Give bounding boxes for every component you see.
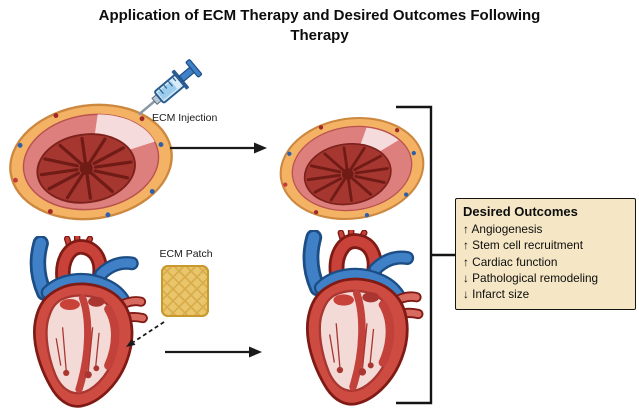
dashed-arrow-icon — [120, 317, 166, 351]
ecm-injection-label: ECM Injection — [152, 112, 218, 124]
arrow-right-icon — [163, 342, 263, 362]
outcome-item: ↑ Stem cell recruitment — [463, 238, 583, 253]
infarcted-heart-cross-section — [6, 96, 176, 228]
desired-outcomes-box: Desired Outcomes ↑ Angiogenesis ↑ Stem c… — [455, 198, 636, 311]
treated-heart-cross-section — [277, 110, 427, 227]
ecm-patch-label: ECM Patch — [159, 248, 213, 260]
outcome-item: ↓ Pathological remodeling — [463, 270, 599, 285]
heart-cross-section-graphic — [6, 96, 176, 228]
heart-cross-section-graphic — [277, 110, 427, 227]
ecm-patch-graphic — [160, 264, 210, 318]
syringe-icon — [124, 46, 212, 134]
outcome-item: ↓ Infarct size — [463, 287, 530, 302]
bracket — [393, 102, 457, 408]
outcome-item: ↑ Cardiac function — [463, 254, 558, 269]
arrow-right-icon — [168, 138, 268, 158]
outcome-item: ↑ Angiogenesis — [463, 222, 543, 236]
desired-outcomes-title: Desired Outcomes — [463, 204, 578, 219]
figure-title: Application of ECM Therapy and Desired O… — [98, 7, 541, 45]
